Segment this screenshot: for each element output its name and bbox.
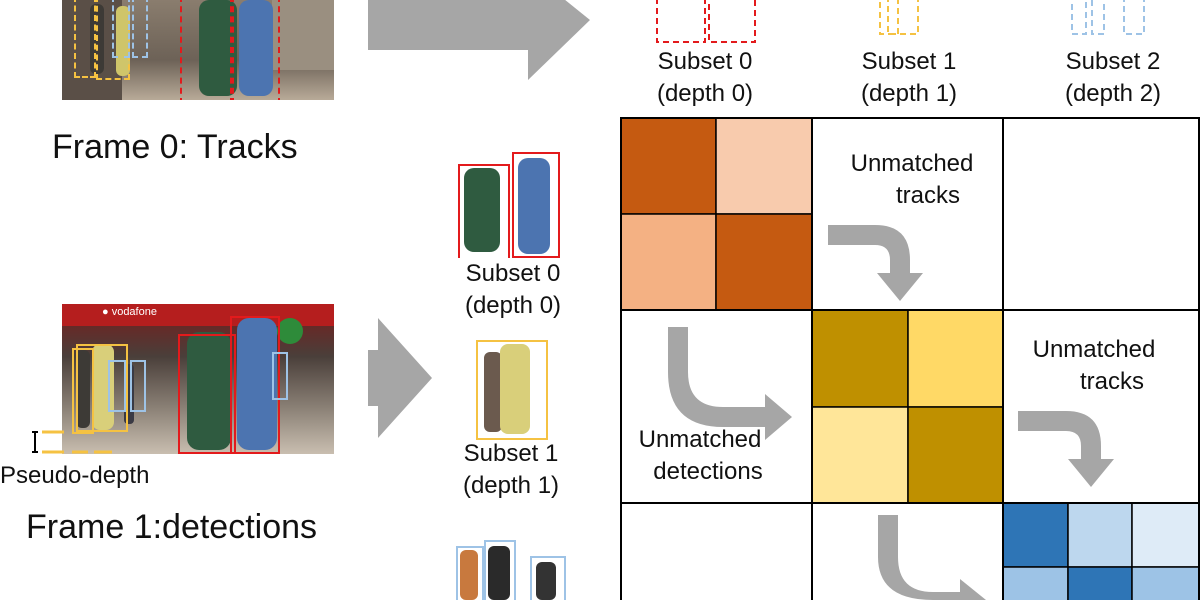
- top-subset2-depth: (depth 2): [1064, 80, 1162, 107]
- unmatched-tracks-1-line1: Unmatched: [850, 150, 974, 177]
- middle-subset1-depth: (depth 1): [462, 472, 560, 499]
- association-matrix: [620, 117, 1200, 600]
- middle-subset1-name: Subset 1: [463, 440, 559, 467]
- cell-5-5: [1067, 566, 1133, 600]
- unmatched-detections-arrow-2: [878, 515, 986, 600]
- middle-subset0-name: Subset 0: [465, 260, 561, 287]
- top-subset0-name: Subset 0: [657, 48, 753, 75]
- cell-4-6: [1131, 502, 1200, 568]
- cell-1-1: [715, 213, 813, 311]
- pseudo-depth-label: Pseudo-depth: [0, 462, 150, 489]
- cell-2-2: [811, 309, 909, 408]
- unmatched-tracks-arrow-2: [1018, 411, 1114, 487]
- unmatched-tracks-arrow-1: [828, 225, 923, 301]
- cell-0-1: [715, 117, 813, 215]
- cell-2-3: [907, 309, 1004, 408]
- cell-5-4: [1002, 566, 1069, 600]
- subset2-crops: [456, 540, 568, 600]
- frame1-title: Frame 1:detections: [26, 508, 318, 546]
- cell-3-3: [907, 406, 1004, 504]
- cell-0-0: [620, 117, 717, 215]
- top-subset1-name: Subset 1: [861, 48, 957, 75]
- unmatched-detections-line1: Unmatched: [638, 426, 762, 453]
- arrow-right-icon: [368, 0, 590, 80]
- frame0-title: Frame 0: Tracks: [52, 128, 298, 166]
- top-subset0-depth: (depth 0): [656, 80, 754, 107]
- cell-4-5: [1067, 502, 1133, 568]
- frame0-photo: [62, 0, 334, 100]
- frame1-photo: ● vodafone: [62, 304, 334, 454]
- unmatched-tracks-2-line1: Unmatched: [1032, 336, 1156, 363]
- subset0-legend-boxes: [656, 0, 756, 43]
- top-subset1-depth: (depth 1): [860, 80, 958, 107]
- pseudo-depth-marker: [32, 430, 112, 454]
- unmatched-tracks-1-line2: tracks: [895, 182, 960, 209]
- top-subset2-name: Subset 2: [1065, 48, 1161, 75]
- cell-4-4: [1002, 502, 1069, 568]
- cell-3-2: [811, 406, 909, 504]
- cell-1-0: [620, 213, 717, 311]
- subset1-crops: [476, 338, 550, 440]
- cell-5-6: [1131, 566, 1200, 600]
- subset0-crops: [458, 152, 560, 258]
- subset1-legend-boxes: [879, 0, 919, 35]
- middle-subset0-depth: (depth 0): [464, 292, 562, 319]
- unmatched-detections-line2: detections: [653, 458, 763, 485]
- subset2-legend-boxes: [1071, 0, 1145, 35]
- unmatched-tracks-2-line2: tracks: [1079, 368, 1144, 395]
- arrow-right-icon: [368, 318, 432, 438]
- unmatched-detections-arrow: [668, 327, 792, 440]
